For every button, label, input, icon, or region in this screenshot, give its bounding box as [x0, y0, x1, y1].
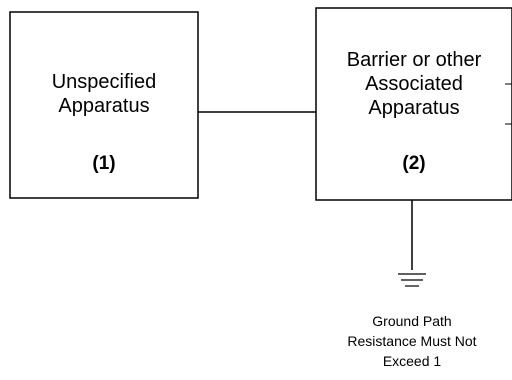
associated-apparatus-number: (2): [402, 153, 426, 174]
ground-path-note: Ground Path Resistance Must Not Exceed 1: [322, 311, 502, 371]
associated-apparatus-label-line2: Associated: [365, 73, 463, 95]
associated-apparatus-label: Barrier or other Associated Apparatus: [316, 48, 512, 120]
unspecified-apparatus-box: [9, 11, 199, 199]
ground-symbol-icon: [398, 273, 426, 287]
ground-note-line3: Exceed 1: [382, 353, 442, 369]
unspecified-apparatus-number: (1): [92, 153, 116, 174]
unspecified-apparatus-label-line1: Unspecified: [51, 71, 157, 93]
associated-apparatus-label-line3: Apparatus: [368, 97, 460, 119]
unspecified-apparatus-label-line2: Apparatus: [58, 95, 150, 117]
ground-note-line2: Resistance Must Not: [347, 333, 477, 349]
associated-apparatus-box: [315, 7, 512, 201]
unspecified-apparatus-label: Unspecified Apparatus: [10, 70, 198, 118]
associated-apparatus-label-line1: Barrier or other: [346, 49, 482, 71]
ground-note-line1: Ground Path: [372, 313, 452, 329]
